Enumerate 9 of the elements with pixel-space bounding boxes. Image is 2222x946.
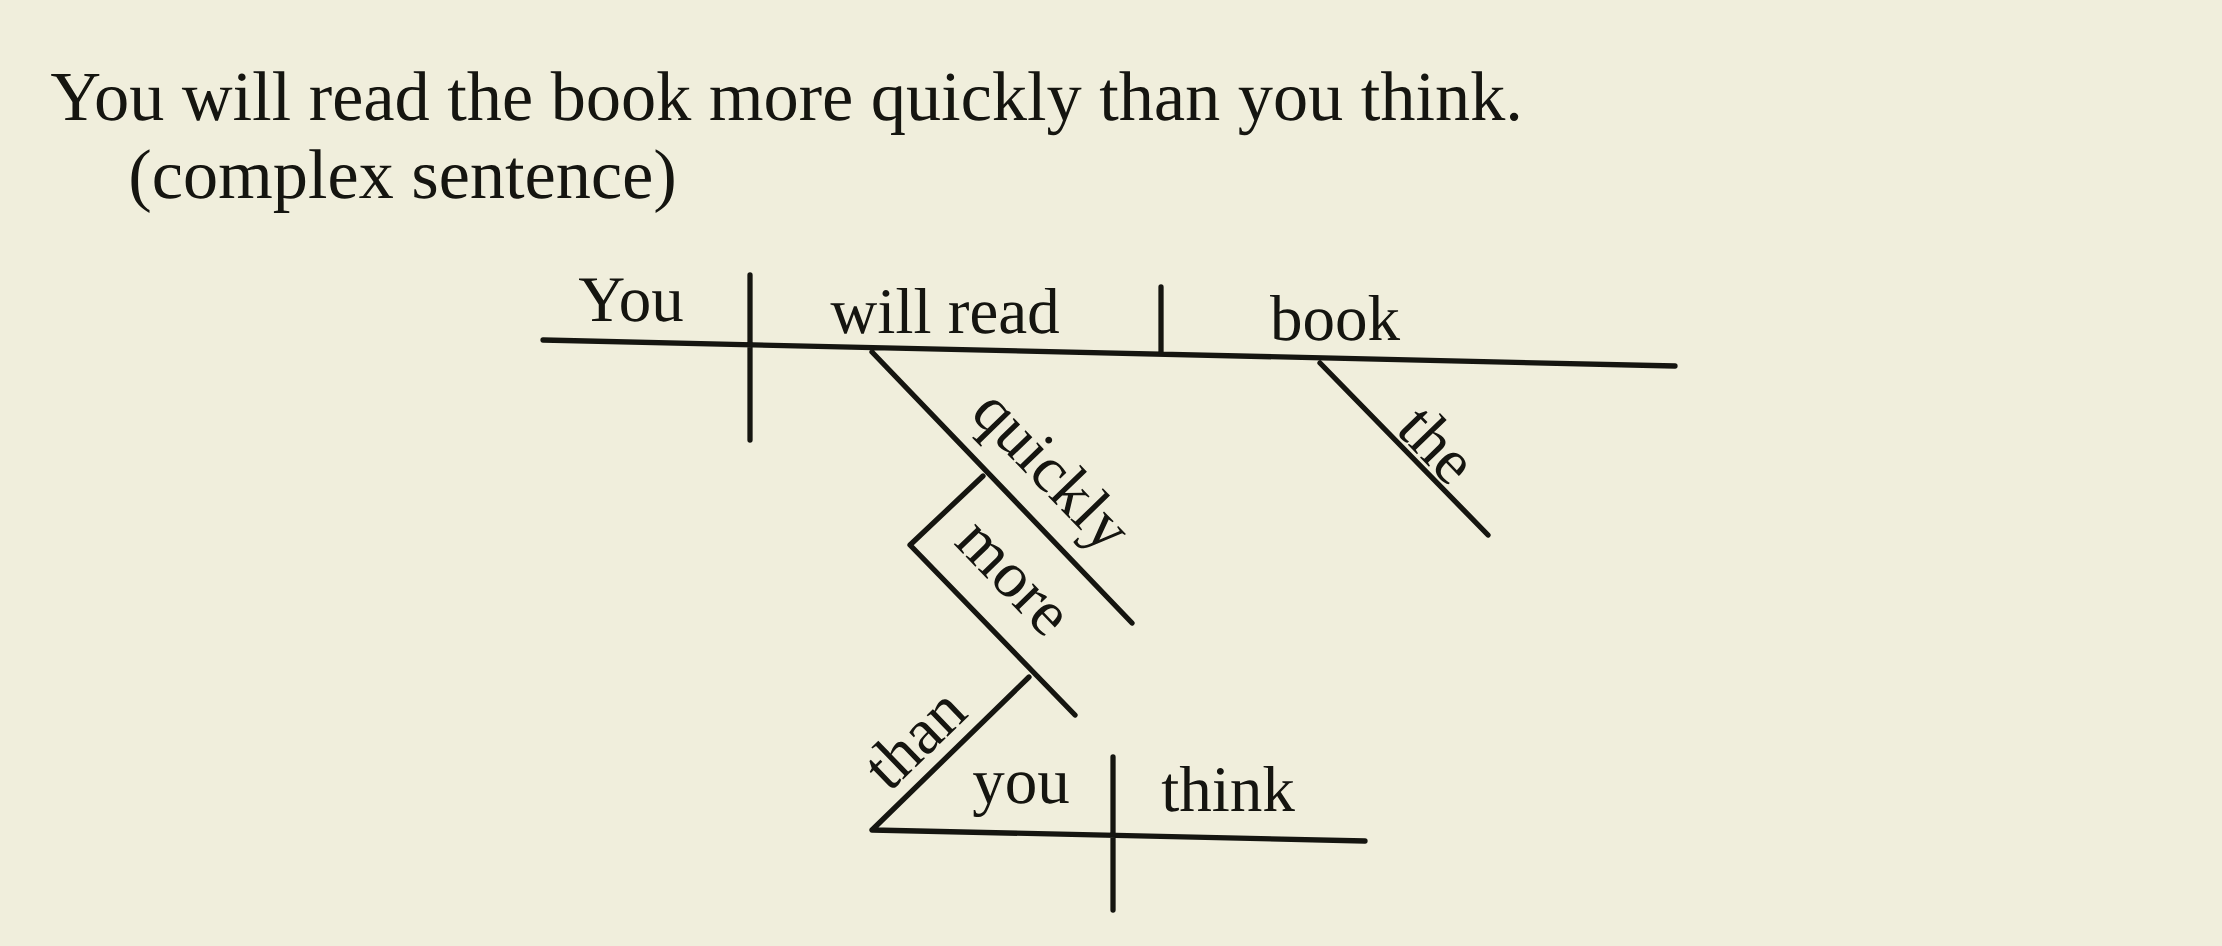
- sentence-type-label: (complex sentence): [131, 149, 674, 213]
- diagram-word: you: [973, 772, 1069, 817]
- diagram-word: think: [1161, 765, 1295, 812]
- diagram-word: than: [869, 699, 969, 788]
- diagram-word: will read: [830, 287, 1059, 334]
- diagram-word: You: [579, 278, 683, 322]
- sentence-heading: You will read the book more quickly than you think.: [51, 71, 1519, 136]
- diagram-word: the: [1399, 411, 1466, 485]
- diagram-word: book: [1270, 294, 1401, 341]
